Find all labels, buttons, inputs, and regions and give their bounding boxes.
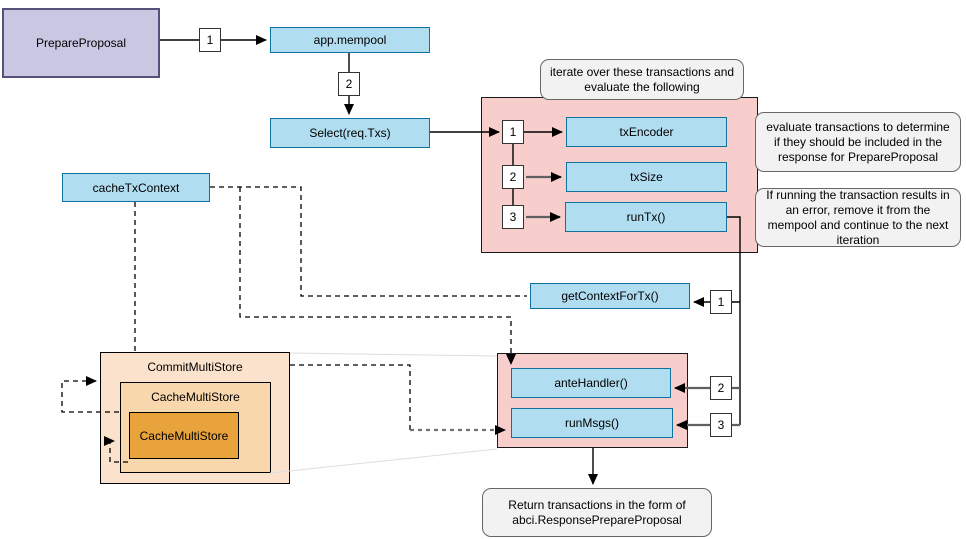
badge-flow-1: 1 [199, 28, 221, 52]
node-run-msgs: runMsgs() [511, 408, 673, 438]
node-cache-tx-context: cacheTxContext [62, 173, 210, 202]
badge-run-3: 3 [710, 413, 732, 437]
badge-eval-1: 1 [502, 120, 524, 144]
edge-cachetx-to-getcontext [210, 186, 527, 297]
node-select-txs-label: Select(req.Txs) [309, 126, 391, 140]
badge-eval-2-label: 2 [509, 170, 517, 184]
node-tx-encoder: txEncoder [566, 117, 727, 147]
store-association-lines [269, 352, 498, 474]
node-get-context-for-tx: getContextForTx() [530, 283, 690, 309]
node-run-tx: runTx() [565, 202, 727, 232]
badge-eval-3-label: 3 [509, 210, 517, 224]
badge-run-2-label: 2 [717, 381, 725, 395]
cache-multi-store-inner-box: CacheMultiStore [129, 412, 239, 459]
node-app-mempool-label: app.mempool [313, 33, 387, 47]
badge-flow-2: 2 [338, 72, 360, 96]
callout-on-error: If running the transaction results in an… [755, 188, 961, 247]
badge-run-1-label: 1 [717, 295, 725, 309]
cache-multi-store-label: CacheMultiStore [151, 390, 240, 404]
node-tx-size-label: txSize [630, 170, 663, 184]
callout-evaluate: evaluate transactions to determine if th… [755, 112, 961, 172]
node-tx-encoder-label: txEncoder [619, 125, 674, 139]
commit-multi-store-label: CommitMultiStore [147, 360, 243, 374]
callout-evaluate-text: evaluate transactions to determine if th… [766, 119, 950, 164]
node-cache-tx-context-label: cacheTxContext [92, 180, 180, 195]
node-app-mempool: app.mempool [270, 27, 430, 53]
badge-eval-1-label: 1 [509, 125, 517, 139]
badge-run-1: 1 [710, 290, 732, 314]
node-get-context-for-tx-label: getContextForTx() [561, 289, 659, 303]
badge-run-2: 2 [710, 376, 732, 400]
node-run-msgs-label: runMsgs() [564, 416, 619, 430]
callout-iterate: iterate over these transactions and eval… [540, 59, 744, 100]
callout-return-note: Return transactions in the form of abci.… [482, 488, 712, 537]
node-ante-handler-label: anteHandler() [554, 376, 628, 390]
node-prepare-proposal-label: PrepareProposal [35, 36, 127, 50]
cache-multi-store-inner-label: CacheMultiStore [139, 428, 229, 443]
node-run-tx-label: runTx() [626, 210, 666, 224]
badge-flow-1-label: 1 [206, 33, 214, 47]
callout-return-note-text: Return transactions in the form of abci.… [508, 497, 686, 527]
node-prepare-proposal: PrepareProposal [2, 8, 160, 78]
node-select-txs: Select(req.Txs) [270, 118, 430, 148]
callout-iterate-text: iterate over these transactions and eval… [549, 64, 735, 94]
edge-cachetx-to-antehandler [239, 187, 516, 365]
badge-run-3-label: 3 [717, 418, 725, 432]
node-tx-size: txSize [566, 162, 727, 192]
badge-eval-3: 3 [502, 205, 524, 229]
callout-on-error-text: If running the transaction results in an… [766, 187, 950, 247]
badge-flow-2-label: 2 [345, 77, 353, 91]
badge-eval-2: 2 [502, 165, 524, 189]
edge-store-branch [290, 364, 411, 430]
node-ante-handler: anteHandler() [511, 368, 671, 398]
